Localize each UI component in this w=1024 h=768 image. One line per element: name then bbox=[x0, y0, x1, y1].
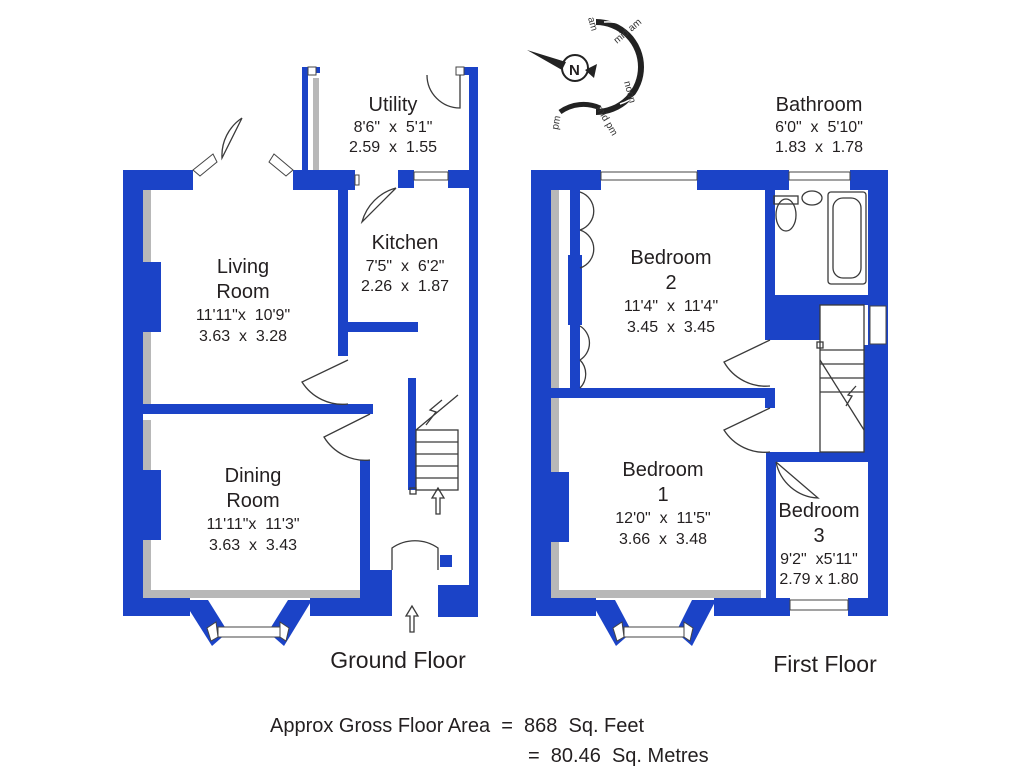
room-name-line1: Living bbox=[217, 256, 269, 278]
room-dining-room: Dining Room 11'11"x 11'3" 3.63 x 3.43 bbox=[206, 465, 299, 554]
area-line-metres: = 80.46 Sq. Metres bbox=[528, 745, 709, 767]
room-name-line1: Bedroom bbox=[778, 500, 859, 522]
room-living-room: Living Room 11'11"x 10'9" 3.63 x 3.28 bbox=[196, 256, 290, 345]
room-kitchen: Kitchen 7'5" x 6'2" 2.26 x 1.87 bbox=[361, 232, 449, 295]
room-imperial: 12'0" x 11'5" bbox=[615, 510, 710, 527]
first-floor-label: First Floor bbox=[773, 651, 877, 677]
room-name-line1: Bedroom bbox=[622, 459, 703, 481]
ground-floor-plan: Utility 8'6" x 5'1" 2.59 x 1.55 Kitchen … bbox=[123, 66, 478, 673]
room-name: Utility bbox=[369, 94, 418, 116]
entrance-arrow-icon bbox=[404, 604, 420, 633]
ground-floor-walls bbox=[123, 67, 478, 646]
compass-am: am bbox=[585, 16, 599, 32]
gross-floor-area: Approx Gross Floor Area = 868 Sq. Feet =… bbox=[270, 715, 709, 767]
room-name-line2: 3 bbox=[813, 525, 824, 547]
room-metric: 3.63 x 3.28 bbox=[199, 328, 287, 345]
compass-pm: pm bbox=[550, 115, 563, 131]
sun-path-arc bbox=[595, 19, 644, 115]
compass-mid-am: mid am bbox=[612, 17, 644, 47]
ground-floor-stairs bbox=[404, 394, 459, 633]
room-metric: 2.59 x 1.55 bbox=[349, 139, 437, 156]
room-name-line2: Room bbox=[216, 281, 269, 303]
room-name: Bathroom bbox=[776, 94, 863, 116]
room-metric: 3.66 x 3.48 bbox=[619, 531, 707, 548]
sun-path-arc-pm bbox=[558, 101, 602, 115]
room-metric: 3.63 x 3.43 bbox=[209, 537, 297, 554]
room-name-line2: 1 bbox=[657, 484, 668, 506]
room-metric: 2.26 x 1.87 bbox=[361, 278, 449, 295]
compass-north-label: N bbox=[569, 62, 580, 79]
ground-floor-doors bbox=[221, 74, 461, 570]
room-bathroom: Bathroom 6'0" x 5'10" 1.83 x 1.78 bbox=[775, 94, 863, 156]
room-imperial: 7'5" x 6'2" bbox=[366, 258, 445, 275]
area-line-feet: Approx Gross Floor Area = 868 Sq. Feet bbox=[270, 715, 645, 737]
bath-icon bbox=[827, 191, 867, 285]
room-imperial: 6'0" x 5'10" bbox=[775, 119, 863, 136]
sink-icon bbox=[801, 190, 823, 206]
first-floor-plan: Bathroom 6'0" x 5'10" 1.83 x 1.78 Bedroo… bbox=[531, 94, 888, 677]
wardrobes bbox=[579, 191, 595, 389]
first-floor-stairs bbox=[816, 304, 865, 453]
room-utility: Utility 8'6" x 5'1" 2.59 x 1.55 bbox=[349, 94, 437, 156]
room-imperial: 8'6" x 5'1" bbox=[354, 119, 433, 136]
first-floor-windows bbox=[600, 171, 887, 642]
room-bedroom-3: Bedroom 3 9'2" x5'11" 2.79 x 1.80 bbox=[778, 500, 859, 588]
room-name-line1: Bedroom bbox=[630, 247, 711, 269]
room-imperial: 11'4" x 11'4" bbox=[624, 298, 718, 315]
first-floor-doors bbox=[723, 339, 820, 499]
room-metric: 2.79 x 1.80 bbox=[779, 571, 858, 588]
toilet-icon bbox=[775, 198, 797, 232]
room-name-line2: Room bbox=[226, 490, 279, 512]
south-needle-icon bbox=[585, 64, 597, 78]
room-imperial: 11'11"x 10'9" bbox=[196, 307, 290, 324]
first-floor-walls bbox=[531, 170, 888, 646]
sun-path-arc-highlight bbox=[603, 21, 651, 105]
room-bedroom-2: Bedroom 2 11'4" x 11'4" 3.45 x 3.45 bbox=[624, 247, 718, 336]
bathroom-fixtures bbox=[773, 190, 867, 285]
room-imperial: 11'11"x 11'3" bbox=[206, 516, 299, 533]
room-name: Kitchen bbox=[372, 232, 439, 254]
room-bedroom-1: Bedroom 1 12'0" x 11'5" 3.66 x 3.48 bbox=[615, 459, 710, 548]
room-imperial: 9'2" x5'11" bbox=[780, 551, 858, 568]
north-needle-icon bbox=[527, 50, 566, 70]
room-metric: 3.45 x 3.45 bbox=[627, 319, 715, 336]
room-metric: 1.83 x 1.78 bbox=[775, 139, 863, 156]
room-name-line1: Dining bbox=[225, 465, 282, 487]
ground-floor-label: Ground Floor bbox=[330, 647, 466, 673]
ground-floor-windows bbox=[192, 66, 465, 642]
room-name-line2: 2 bbox=[665, 272, 676, 294]
compass: N am mid am noon mid pm pm bbox=[527, 16, 651, 138]
